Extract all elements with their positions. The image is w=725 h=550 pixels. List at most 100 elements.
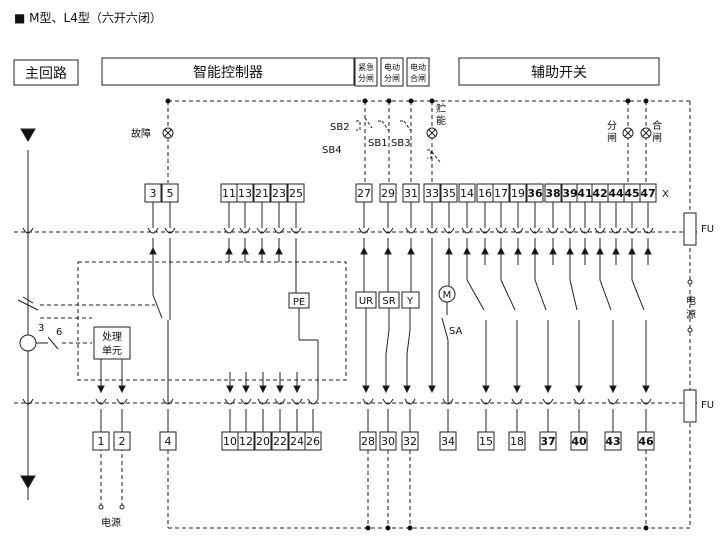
dot-top-628 [625, 98, 631, 104]
top-terminal-41: 41 [577, 187, 592, 200]
header-smart-controller-box [101, 57, 355, 86]
upper-plug-icon [461, 227, 473, 234]
dot-top-432 [429, 98, 435, 104]
dot-top-365 [362, 98, 368, 104]
top-terminal-33: 33 [425, 187, 439, 200]
header-electric-close-box [406, 57, 430, 87]
arrow-down-icon [362, 385, 370, 394]
push-buttons [356, 117, 441, 163]
upper-plug-icon [164, 227, 176, 234]
sa-contact [441, 317, 449, 341]
lower-plug-icon [542, 398, 554, 405]
dot-top-646 [643, 98, 649, 104]
arrow-down-icon [226, 385, 234, 394]
lower-plug-icon [404, 398, 416, 405]
arrow-up-icon [596, 246, 604, 255]
arrow-down-icon [293, 385, 301, 394]
arrow-down-icon [482, 385, 490, 394]
lower-plug-icon [274, 398, 286, 405]
bottom-terminal-40: 40 [571, 435, 587, 448]
fault-lamp-icon [162, 127, 174, 139]
vertical-wires [97, 202, 652, 432]
upper-plug-icon [529, 227, 541, 234]
upper-plug-icon [443, 227, 455, 234]
connector-plugs [22, 227, 654, 405]
header-electric-open-l2: 分闸 [384, 74, 400, 83]
lower-plug-icon [362, 398, 374, 405]
header-main-circuit: 主回路 [25, 66, 67, 82]
top-terminal-13: 13 [238, 187, 252, 200]
dot-bot-646 [643, 525, 649, 531]
arrow-up-icon [514, 246, 522, 255]
upper-plug-icon [358, 227, 370, 234]
dot-bot-410 [407, 525, 413, 531]
power-right-label-1: 电 [686, 294, 696, 307]
fault-label: 故障 [131, 127, 151, 140]
sb1-label: SB1 [368, 138, 388, 149]
arrow-up-icon [445, 246, 453, 255]
lower-plug-icon [257, 398, 269, 405]
arrow-down-icon [97, 385, 105, 394]
upper-plug-icon [626, 227, 638, 234]
arrow-down-icon [428, 385, 436, 394]
wire [406, 329, 411, 355]
arrow-up-icon [628, 246, 636, 255]
ur-label: UR [359, 296, 373, 307]
arrow-up-icon [463, 246, 471, 255]
arrow-down-icon [259, 385, 267, 394]
top-terminal-16: 16 [478, 187, 492, 200]
junction-dots [165, 98, 649, 531]
arrow-up-icon [549, 246, 557, 255]
diagram-caption: ■ M型、L4型（六开六闭） [14, 11, 162, 25]
bottom-terminal-4: 4 [165, 435, 172, 448]
arrow-up-icon [581, 246, 589, 255]
lower-plug-icon [116, 398, 128, 405]
top-terminal-5: 5 [167, 187, 174, 200]
bottom-terminal-2: 2 [119, 435, 126, 448]
dot-bot-388 [385, 525, 391, 531]
dot-top-168 [165, 98, 171, 104]
ct-3-label: 3 [38, 323, 44, 334]
aux-contact [631, 279, 645, 311]
top-terminal-47: 47 [640, 187, 655, 200]
top-terminal-45: 45 [624, 187, 639, 200]
dot-bot-368 [365, 525, 371, 531]
motor-label: M [443, 290, 452, 301]
upper-plug-icon [479, 227, 491, 234]
arrow-down-icon [609, 385, 617, 394]
sb3-label: SB3 [391, 138, 411, 149]
bottom-terminal-18: 18 [510, 435, 524, 448]
arrow-up-icon [481, 246, 489, 255]
upper-plug-icon [642, 227, 654, 234]
top-terminal-25: 25 [289, 187, 303, 200]
ct-6-label: 6 [56, 327, 62, 338]
lower-plug-icon [291, 398, 303, 405]
sb3-icon [400, 120, 412, 132]
upper-plug-icon [147, 227, 159, 234]
sb2-label: SB2 [330, 122, 350, 133]
header-aux-switch: 辅助开关 [531, 65, 587, 81]
arrow-up-icon [241, 246, 249, 255]
arrow-up-icon [531, 246, 539, 255]
aux-contact [500, 279, 516, 311]
close-label-1: 合 [652, 119, 662, 132]
close-label-2: 闸 [652, 131, 662, 144]
arrow-up-icon [225, 246, 233, 255]
top-terminal-39: 39 [562, 187, 577, 200]
upper-plug-icon [273, 227, 285, 234]
ct-link [36, 336, 59, 350]
lower-plug-icon [382, 398, 394, 405]
lower-plug-icon [480, 398, 492, 405]
open-label-2: 闸 [607, 131, 617, 144]
sr-label: SR [382, 296, 395, 307]
arrow-down-icon [513, 385, 521, 394]
bottom-terminal-1: 1 [98, 435, 105, 448]
aux-contact [569, 279, 578, 311]
header-emergency-open-l2: 分闸 [358, 74, 374, 83]
top-terminal-21: 21 [255, 187, 269, 200]
y-label: Y [406, 296, 414, 307]
arrow-down-icon [544, 385, 552, 394]
bottom-terminal-26: 26 [306, 435, 320, 448]
